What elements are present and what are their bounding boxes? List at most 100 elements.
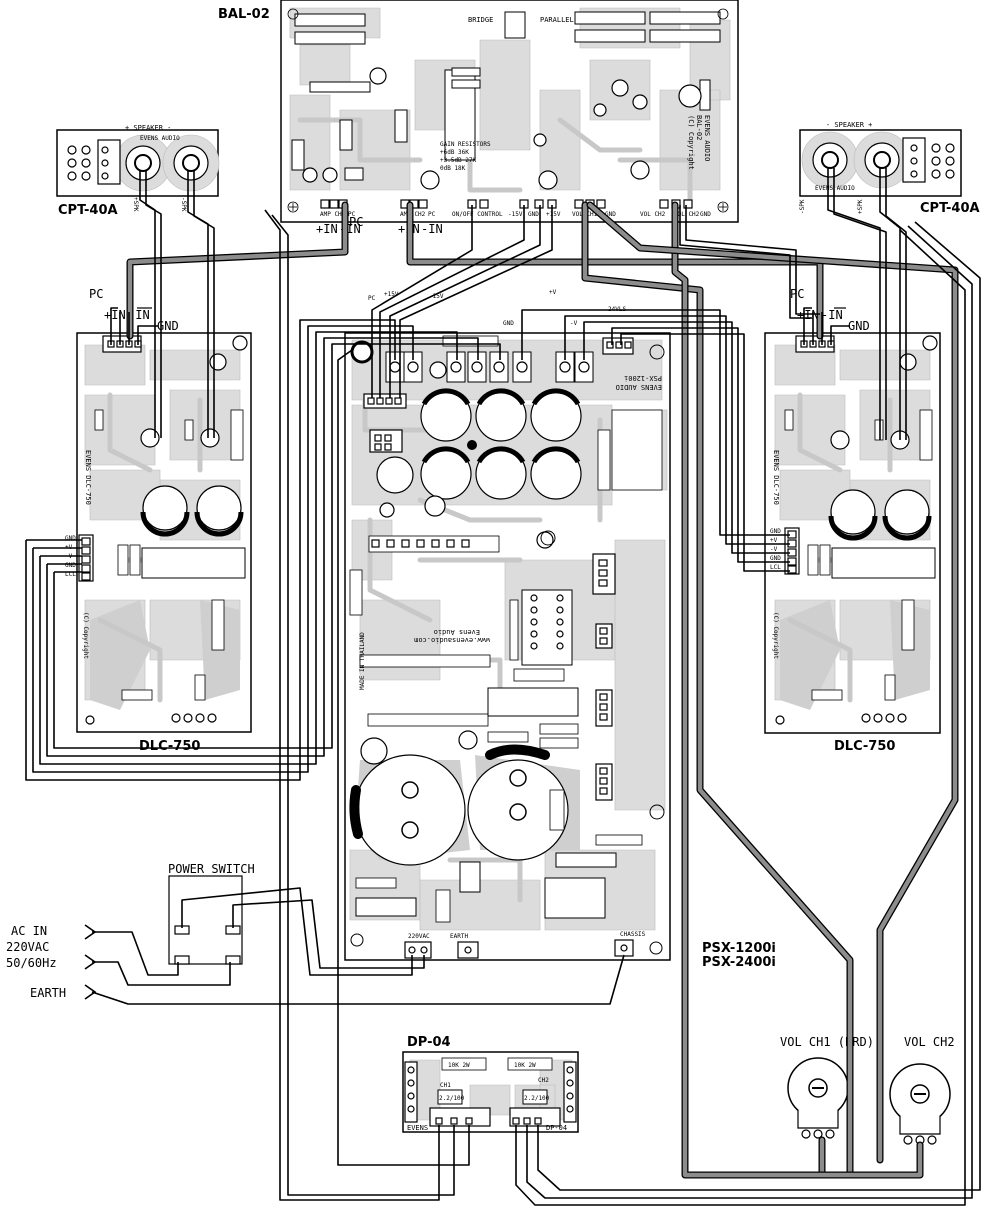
dlc-right-vertical-text: EVENS DLC-750 — [772, 450, 780, 505]
dlc-right-pin-lcl: LCL — [770, 564, 781, 571]
bal02-model-text: BAL-02 — [695, 115, 703, 140]
bal02-pin-amp-ch1: AMP CH1 — [320, 211, 346, 218]
dlc-right-pin-gnd: GND — [770, 528, 781, 535]
dlc-left-board: EVENS DLC-750 (C) Copyright GND +V -V GN… — [65, 332, 252, 733]
cpt-right-title: CPT-40A — [920, 201, 980, 216]
bal02-copyright-text: (C) Copyright — [687, 115, 695, 170]
psx-mirror-web: www.evensaudio.com — [414, 636, 490, 644]
psx-label-plus15: +15V — [384, 291, 399, 298]
cpt-left-pin-plus: +SPK — [132, 197, 139, 212]
cpt-left-speaker-header: + SPEAKER - — [125, 124, 171, 132]
dlc-right-pin-minusv: -V — [770, 546, 778, 553]
psx-label-chassis: CHASSIS — [620, 931, 646, 938]
bal02-pin-minus15: -15V — [508, 211, 523, 218]
bal02-pin-vol-ch2-b: VOL CH2 — [674, 211, 700, 218]
dlc-left-label-gnd: GND — [157, 319, 179, 333]
wiring — [25, 168, 981, 1206]
psx-label-gnd: GND — [503, 320, 514, 327]
psx-label-minus15: -15V — [429, 293, 444, 300]
ac-in-label: AC IN — [11, 924, 47, 938]
dlc-left-label-pc: PC — [89, 287, 103, 301]
dlc-right-title: DLC-750 — [834, 739, 895, 754]
earth-label: EARTH — [30, 986, 66, 1000]
psx-mirror-model: PSX-1200i — [624, 374, 662, 382]
dp04-title: DP-04 — [407, 1035, 451, 1050]
bal02-title: BAL-02 — [218, 7, 270, 22]
psx-label-earth: EARTH — [450, 933, 468, 940]
bal02-bridge-label: BRIDGE — [468, 16, 493, 24]
dlc-right-board: EVENS DLC-750 (C) Copyright GND +V -V GN… — [764, 332, 941, 734]
dp04-res-1: 10K 2W — [448, 1062, 470, 1069]
bal02-pin-vol-ch2-a: VOL CH2 — [640, 211, 666, 218]
bal02-parallel-label: PARALLEL — [540, 16, 574, 24]
bal02-gain-row-2: +3.5dB 27K — [440, 157, 477, 164]
signal-buses — [126, 201, 959, 1179]
bal02-pin-gnd: GND — [528, 211, 539, 218]
cpt-right-brand: EVENS AUDIO — [815, 185, 855, 192]
psx-label-pc: PC — [368, 295, 376, 302]
psx-title-1: PSX-1200i — [702, 941, 776, 956]
bal02-gain-row-1: +6dB 36K — [440, 149, 469, 156]
dlc-left-vertical-text: EVENS DLC-750 — [84, 450, 92, 505]
bal02-pin-plus15: +15V — [546, 211, 561, 218]
dlc-left-pin-gnd2: GND — [65, 562, 76, 569]
bal02-board: BRIDGE PARALLEL GAIN RESISTORS +6dB 36K … — [280, 0, 739, 223]
power-switch — [168, 875, 243, 965]
psx-mirror-brand: EVENS AUDIO — [616, 383, 662, 391]
cpt-right-pin-minus: -SPK — [799, 199, 806, 214]
cpt-right-pin-plus: +SPK — [857, 199, 864, 214]
vol-ch2-label: VOL CH2 — [904, 1035, 955, 1049]
dlc-left-pin-gnd: GND — [65, 535, 76, 542]
dp04-cap-2: 2.2/100 — [524, 1095, 550, 1102]
vol-ch2-pot — [889, 1063, 951, 1145]
bal02-wire-plus-in-1: +IN — [316, 222, 338, 236]
ac-frequency-label: 50/60Hz — [6, 956, 57, 970]
psx-mirror-company: Evens Audio — [434, 628, 480, 636]
cpt-left-title: CPT-40A — [58, 203, 118, 218]
dlc-right-label-pc: PC — [790, 287, 804, 301]
dlc-right-label-minus-in: -IN — [821, 308, 843, 322]
psx-label-plusv: +V — [549, 289, 557, 296]
vol-ch1-label: VOL CH1 (BRD) — [780, 1035, 874, 1049]
bal02-pin-onoff: ON/OFF CONTROL — [452, 211, 503, 218]
power-switch-label: POWER SWITCH — [168, 862, 255, 876]
bal02-gain-row-3: 0dB 18K — [440, 165, 466, 172]
dlc-right-label-gnd: GND — [848, 319, 870, 333]
bal02-wire-minus-in-2: -IN — [421, 222, 443, 236]
bal02-gain-table-title: GAIN RESISTORS — [440, 141, 491, 148]
bal02-brand-text: EVENS AUDIO — [703, 115, 711, 161]
dlc-left-label-plus-in: +IN — [104, 308, 126, 322]
dp04-ch1: CH1 — [440, 1082, 451, 1089]
bal02-pin-pc1: PC — [348, 211, 356, 218]
dlc-right-label-plus-in: +IN — [797, 308, 819, 322]
bal02-pin-pc2: PC — [428, 211, 436, 218]
dlc-right-pin-gnd2: GND — [770, 555, 781, 562]
psx-label-minusv: -V — [570, 320, 578, 327]
dlc-left-copyright: (C) Copyright — [82, 612, 89, 659]
ac-voltage-label: 220VAC — [6, 940, 49, 954]
dlc-right-pin-plusv: +V — [770, 537, 778, 544]
cpt-right-speaker-header: - SPEAKER + — [826, 121, 872, 129]
dp04-brand: EVENS — [407, 1124, 428, 1132]
psx-board: EVENS AUDIO PSX-1200i www.evensaudio.com… — [344, 332, 671, 961]
bal02-pin-gnd2: GND — [605, 211, 616, 218]
dlc-left-pin-lcl: LCL — [65, 571, 76, 578]
dp04-board: 10K 2W 10K 2W CH1 CH2 2.2/100 2.2/100 EV… — [402, 1051, 579, 1133]
bal02-wire-pc: PC — [349, 215, 363, 229]
dlc-right-copyright: (C) Copyright — [772, 612, 779, 659]
vol-ch1-pot — [787, 1057, 849, 1139]
dp04-model: DP-04 — [546, 1124, 567, 1132]
psx-label-220vac: 220VAC — [408, 933, 430, 940]
psx-made-in: MADE IN THAILAND — [359, 632, 366, 690]
bal02-pin-gnd3: GND — [700, 211, 711, 218]
cpt-left-brand: EVENS AUDIO — [140, 135, 180, 142]
cpt-right-board: - SPEAKER + EVENS AUDIO -SPK +SPK — [799, 121, 962, 214]
dlc-left-title: DLC-750 — [139, 739, 200, 754]
cpt-left-pin-minus: -SPK — [180, 197, 187, 212]
dp04-cap-1: 2.2/100 — [439, 1095, 465, 1102]
psx-title-2: PSX-2400i — [702, 955, 776, 970]
cpt-left-board: + SPEAKER - EVENS AUDIO -SPK +SPK — [56, 124, 220, 212]
dp04-res-2: 10K 2W — [514, 1062, 536, 1069]
dp04-ch2: CH2 — [538, 1077, 549, 1084]
